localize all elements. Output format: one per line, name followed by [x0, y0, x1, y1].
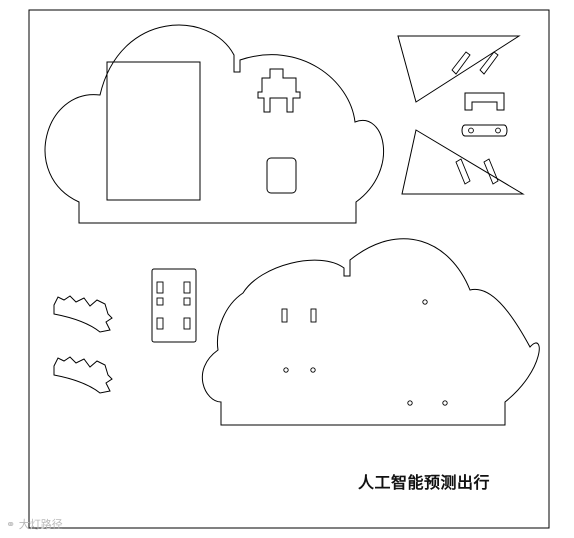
slot-right — [310, 308, 317, 323]
caption-title: 人工智能预测出行 — [358, 473, 491, 492]
triangle-bracket-bottom — [401, 129, 525, 195]
hole-3 — [310, 367, 316, 373]
arm-piece-upper — [53, 295, 113, 333]
sheet-border — [28, 9, 550, 529]
arm-piece-lower — [53, 356, 113, 394]
display-window-cutout — [106, 61, 201, 201]
cloud-panel-bottom — [201, 238, 540, 426]
hole-1 — [422, 299, 428, 305]
battery-holder-panel — [151, 268, 197, 343]
hole-2 — [283, 367, 289, 373]
cloud-panel-top — [44, 24, 385, 224]
hole-4 — [407, 400, 413, 406]
watermark-text: ⚭ 大灯路径 — [6, 518, 63, 531]
clip-part — [461, 92, 508, 137]
sensor-mount-cutout — [257, 68, 301, 113]
hole-5 — [442, 400, 448, 406]
slot-left — [281, 308, 288, 323]
triangle-bracket-top — [397, 35, 521, 103]
square-slot-cutout — [266, 157, 297, 194]
